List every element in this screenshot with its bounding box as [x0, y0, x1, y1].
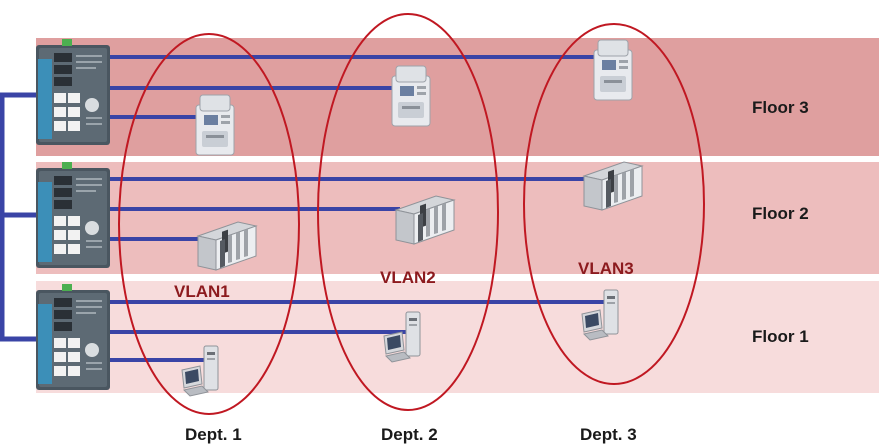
ticket-machine-dept3-icon — [593, 39, 633, 101]
switch-floor-3-icon — [36, 39, 110, 145]
vlan3-label: VLAN3 — [578, 259, 634, 278]
switch-floor-1-icon — [36, 284, 110, 390]
vlan2-label: VLAN2 — [380, 268, 436, 287]
ticket-machine-dept1-icon — [195, 94, 235, 156]
ticket-machine-dept2-icon — [391, 65, 431, 127]
dept-2-label: Dept. 2 — [381, 425, 438, 444]
vlan2-ellipse — [317, 13, 499, 411]
floor-1-band — [36, 281, 879, 393]
floor-2-label: Floor 2 — [752, 204, 809, 223]
floor-1-label: Floor 1 — [752, 327, 809, 346]
dept-3-label: Dept. 3 — [580, 425, 637, 444]
vlan1-ellipse — [118, 33, 300, 415]
vlan1-label: VLAN1 — [174, 282, 230, 301]
dept-1-label: Dept. 1 — [185, 425, 242, 444]
switch-floor-2-icon — [36, 162, 110, 268]
floor-3-label: Floor 3 — [752, 98, 809, 117]
vlan3-ellipse — [523, 23, 705, 385]
